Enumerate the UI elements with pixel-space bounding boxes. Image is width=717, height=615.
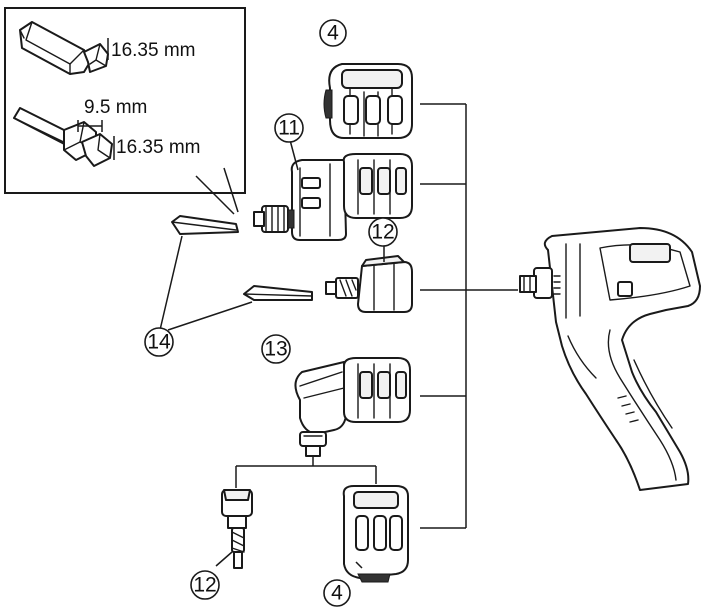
callout-label: 12 bbox=[371, 221, 394, 244]
callout-chuck-bottom: 4 bbox=[323, 579, 351, 607]
drill-body-illustration bbox=[519, 227, 701, 491]
callout-bits: 14 bbox=[144, 327, 174, 357]
callout-leaders bbox=[215, 139, 385, 569]
callout-bit-adapter-middle: 12 bbox=[368, 217, 398, 247]
callout-label: 4 bbox=[327, 22, 339, 45]
connection-bracket bbox=[420, 103, 518, 529]
dimension-label-1: 16.35 mm bbox=[111, 40, 195, 61]
callout-label: 4 bbox=[331, 582, 343, 605]
callout-label: 13 bbox=[264, 338, 287, 361]
angle-attachment-branch bbox=[235, 456, 377, 488]
callout-chuck-top: 4 bbox=[319, 19, 347, 47]
inset-pointer-line bbox=[195, 167, 239, 215]
callout-label: 14 bbox=[147, 331, 171, 354]
bit-upper-illustration bbox=[171, 215, 239, 235]
callout-bit-adapter-bottom: 12 bbox=[190, 570, 220, 600]
offset-attachment-illustration bbox=[253, 153, 413, 241]
chuck-top-illustration bbox=[323, 63, 413, 139]
hex-bit-long-illustration bbox=[13, 107, 113, 167]
dimension-label-2: 9.5 mm bbox=[84, 97, 147, 118]
bit-adapter-bottom-illustration bbox=[221, 489, 253, 569]
callout-angle-attachment: 13 bbox=[261, 334, 291, 364]
dimension-label-3: 16.35 mm bbox=[116, 137, 200, 158]
bits-leader-lines bbox=[159, 235, 253, 331]
hex-bit-short-illustration bbox=[19, 21, 109, 75]
bit-lower-illustration bbox=[243, 285, 313, 301]
callout-offset-attachment: 11 bbox=[274, 113, 304, 143]
chuck-bottom-illustration bbox=[342, 485, 409, 583]
callout-label: 12 bbox=[193, 574, 216, 597]
bit-adapter-middle-illustration bbox=[325, 255, 413, 313]
bit-dimensions-inset: 16.35 mm 9.5 mm 16.35 mm bbox=[4, 7, 246, 194]
callout-label: 11 bbox=[278, 117, 300, 140]
angle-attachment-illustration bbox=[294, 357, 411, 457]
